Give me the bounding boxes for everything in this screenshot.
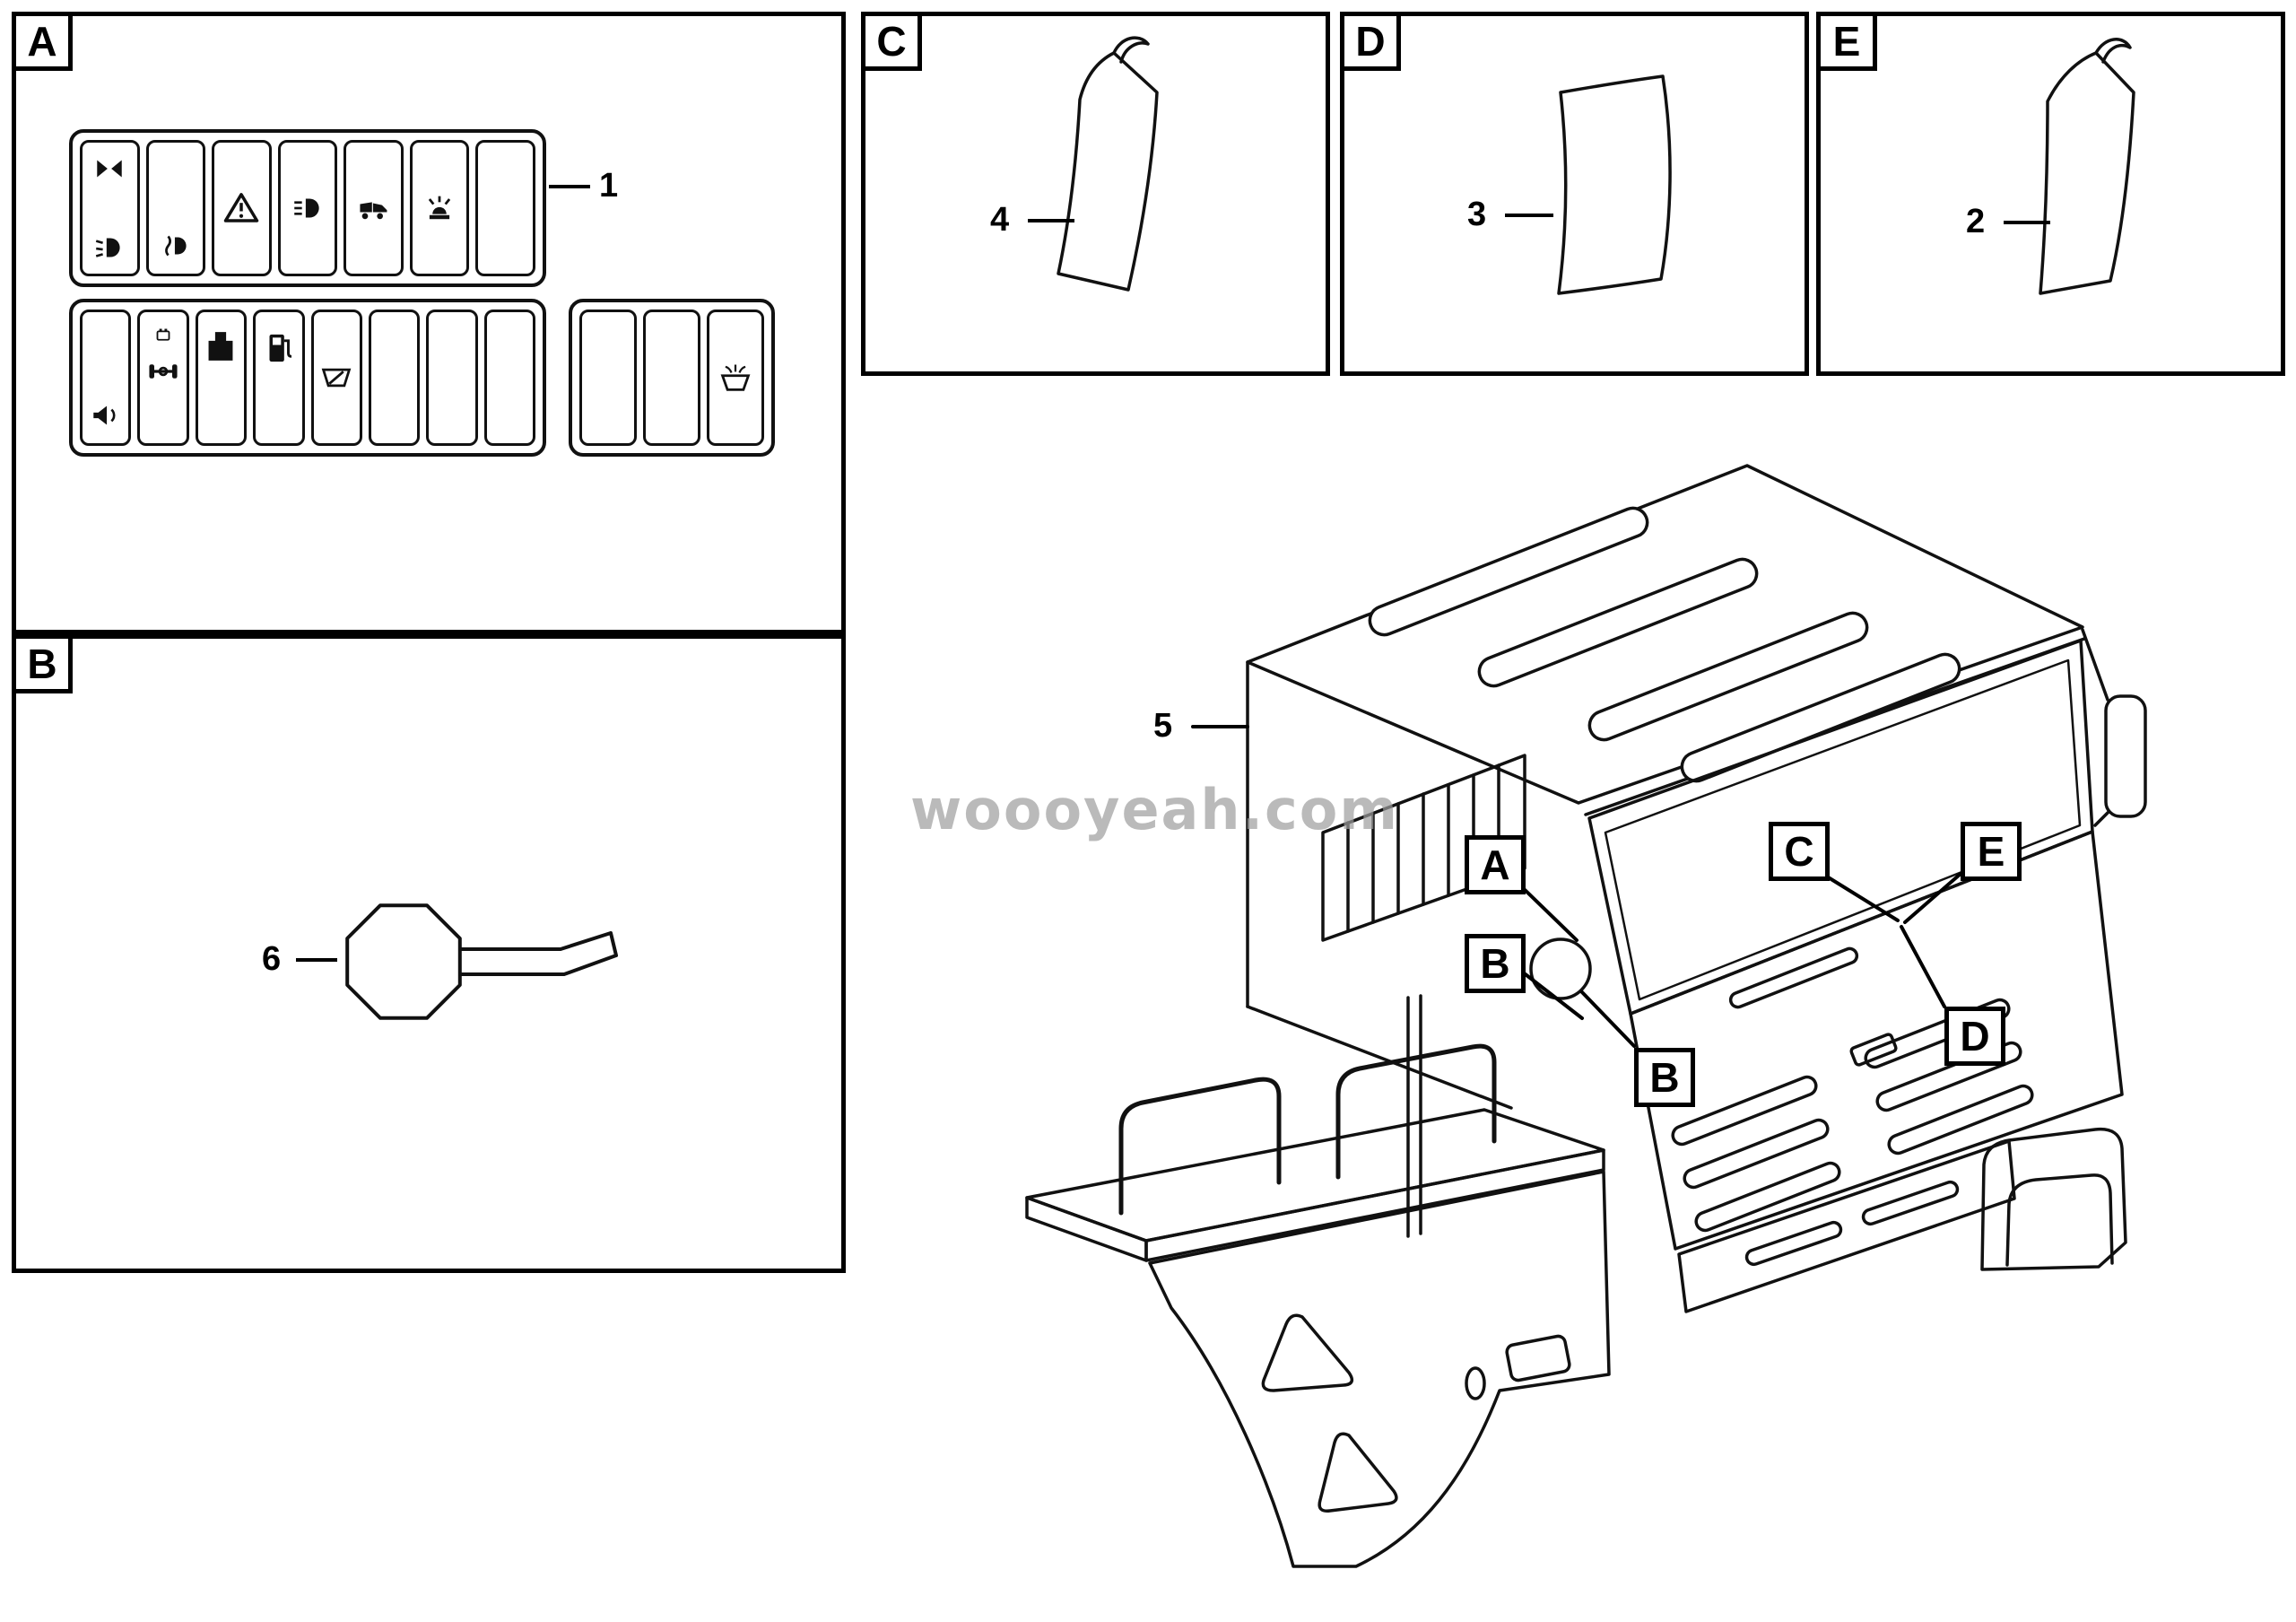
switch-cell-empty — [368, 310, 421, 446]
switch-cell — [195, 310, 248, 446]
switch-cell-empty — [579, 310, 637, 446]
switch-cell — [80, 310, 132, 446]
callout-leader-lines — [1191, 725, 1962, 1048]
deck-platform — [1025, 1108, 1605, 1243]
grille-slats — [1671, 998, 2034, 1233]
panel-b-letter: B — [12, 634, 73, 693]
mirror — [2104, 694, 2147, 818]
panel-b — [12, 634, 846, 1273]
panel-e-letter: E — [1816, 12, 1877, 71]
switch-cell — [145, 140, 206, 276]
fog-light-icon — [164, 235, 187, 257]
switch-decal-strip-1 — [69, 129, 546, 287]
switch-cell — [707, 310, 764, 446]
octagon-shape — [345, 903, 462, 1020]
switch-cell — [409, 140, 470, 276]
switch-cell — [310, 310, 362, 446]
switch-cell — [137, 310, 189, 446]
part3-number: 3 — [1467, 196, 1487, 233]
part6-leader-line — [296, 958, 337, 962]
panel-d — [1340, 12, 1809, 376]
wiper-icon — [321, 368, 352, 388]
bumper — [1677, 1139, 2016, 1313]
wheel-arch-fender — [1980, 1127, 2127, 1271]
support-bracket — [1148, 1170, 1611, 1568]
panel-d-letter: D — [1340, 12, 1401, 71]
truck-callout-e: E — [1961, 822, 2022, 881]
part4-number: 4 — [990, 201, 1010, 239]
fuel-pump-icon — [269, 334, 291, 362]
switch-cell-empty — [475, 140, 536, 276]
switch-cell — [80, 140, 140, 276]
switch-decal-strip-2 — [69, 299, 546, 457]
truck-callout-d: D — [1944, 1007, 2005, 1066]
switch-cell-empty — [483, 310, 535, 446]
beacon-icon — [428, 196, 451, 220]
axle-icon — [149, 364, 178, 379]
washer-icon — [720, 364, 751, 391]
part6-number: 6 — [262, 940, 282, 978]
switch-cell — [212, 140, 272, 276]
switch-cell — [277, 140, 338, 276]
high-beam-icon — [294, 198, 319, 218]
switch-cell-empty — [643, 310, 700, 446]
decal-sheet-c — [1057, 36, 1159, 292]
decal-sheet-e — [2039, 38, 2135, 295]
panel-c — [861, 12, 1330, 376]
part2-leader-line — [2004, 221, 2050, 224]
truck-cab-drawing — [1025, 464, 2147, 1568]
octagon-handle — [458, 931, 618, 976]
part4-leader-line — [1028, 219, 1074, 222]
decal-sheet-d — [1557, 74, 1672, 295]
cab-roof — [1246, 464, 2084, 805]
switch-cell-empty — [426, 310, 478, 446]
panel-e — [1816, 12, 2285, 376]
low-beam-icon — [96, 238, 120, 257]
part3-leader-line — [1505, 214, 1553, 217]
battery-icon — [156, 328, 170, 341]
truck-callout-c: C — [1769, 822, 1830, 881]
deck-railings — [1118, 1043, 1497, 1216]
panel-c-letter: C — [861, 12, 922, 71]
truck-callout-b2: B — [1634, 1048, 1695, 1107]
part5-number: 5 — [1153, 707, 1173, 745]
switch-cell — [253, 310, 305, 446]
octagon-part-drawing — [345, 903, 618, 1020]
part1-number: 1 — [599, 167, 619, 205]
wiper-blade — [1728, 946, 1859, 1009]
truck-callout-a: A — [1465, 835, 1526, 894]
truck-callout-b1: B — [1465, 934, 1526, 993]
hazard-warning-icon — [224, 193, 259, 222]
corner-lamp — [1529, 937, 1592, 1000]
panel-a-letter: A — [12, 12, 73, 71]
engine-icon — [208, 332, 233, 361]
dump-truck-icon — [360, 202, 387, 220]
roof-ribs — [1368, 506, 1961, 783]
switch-cell — [344, 140, 404, 276]
horn-icon — [92, 406, 116, 425]
switch-decal-strip-3 — [569, 299, 775, 457]
part1-leader-line — [549, 185, 590, 188]
part2-number: 2 — [1966, 203, 1986, 240]
bowtie-icon — [97, 160, 123, 178]
front-emblem — [1849, 1033, 1898, 1067]
watermark-text: woooyeah.com — [910, 777, 1400, 842]
rear-window-slats — [1346, 763, 1500, 933]
